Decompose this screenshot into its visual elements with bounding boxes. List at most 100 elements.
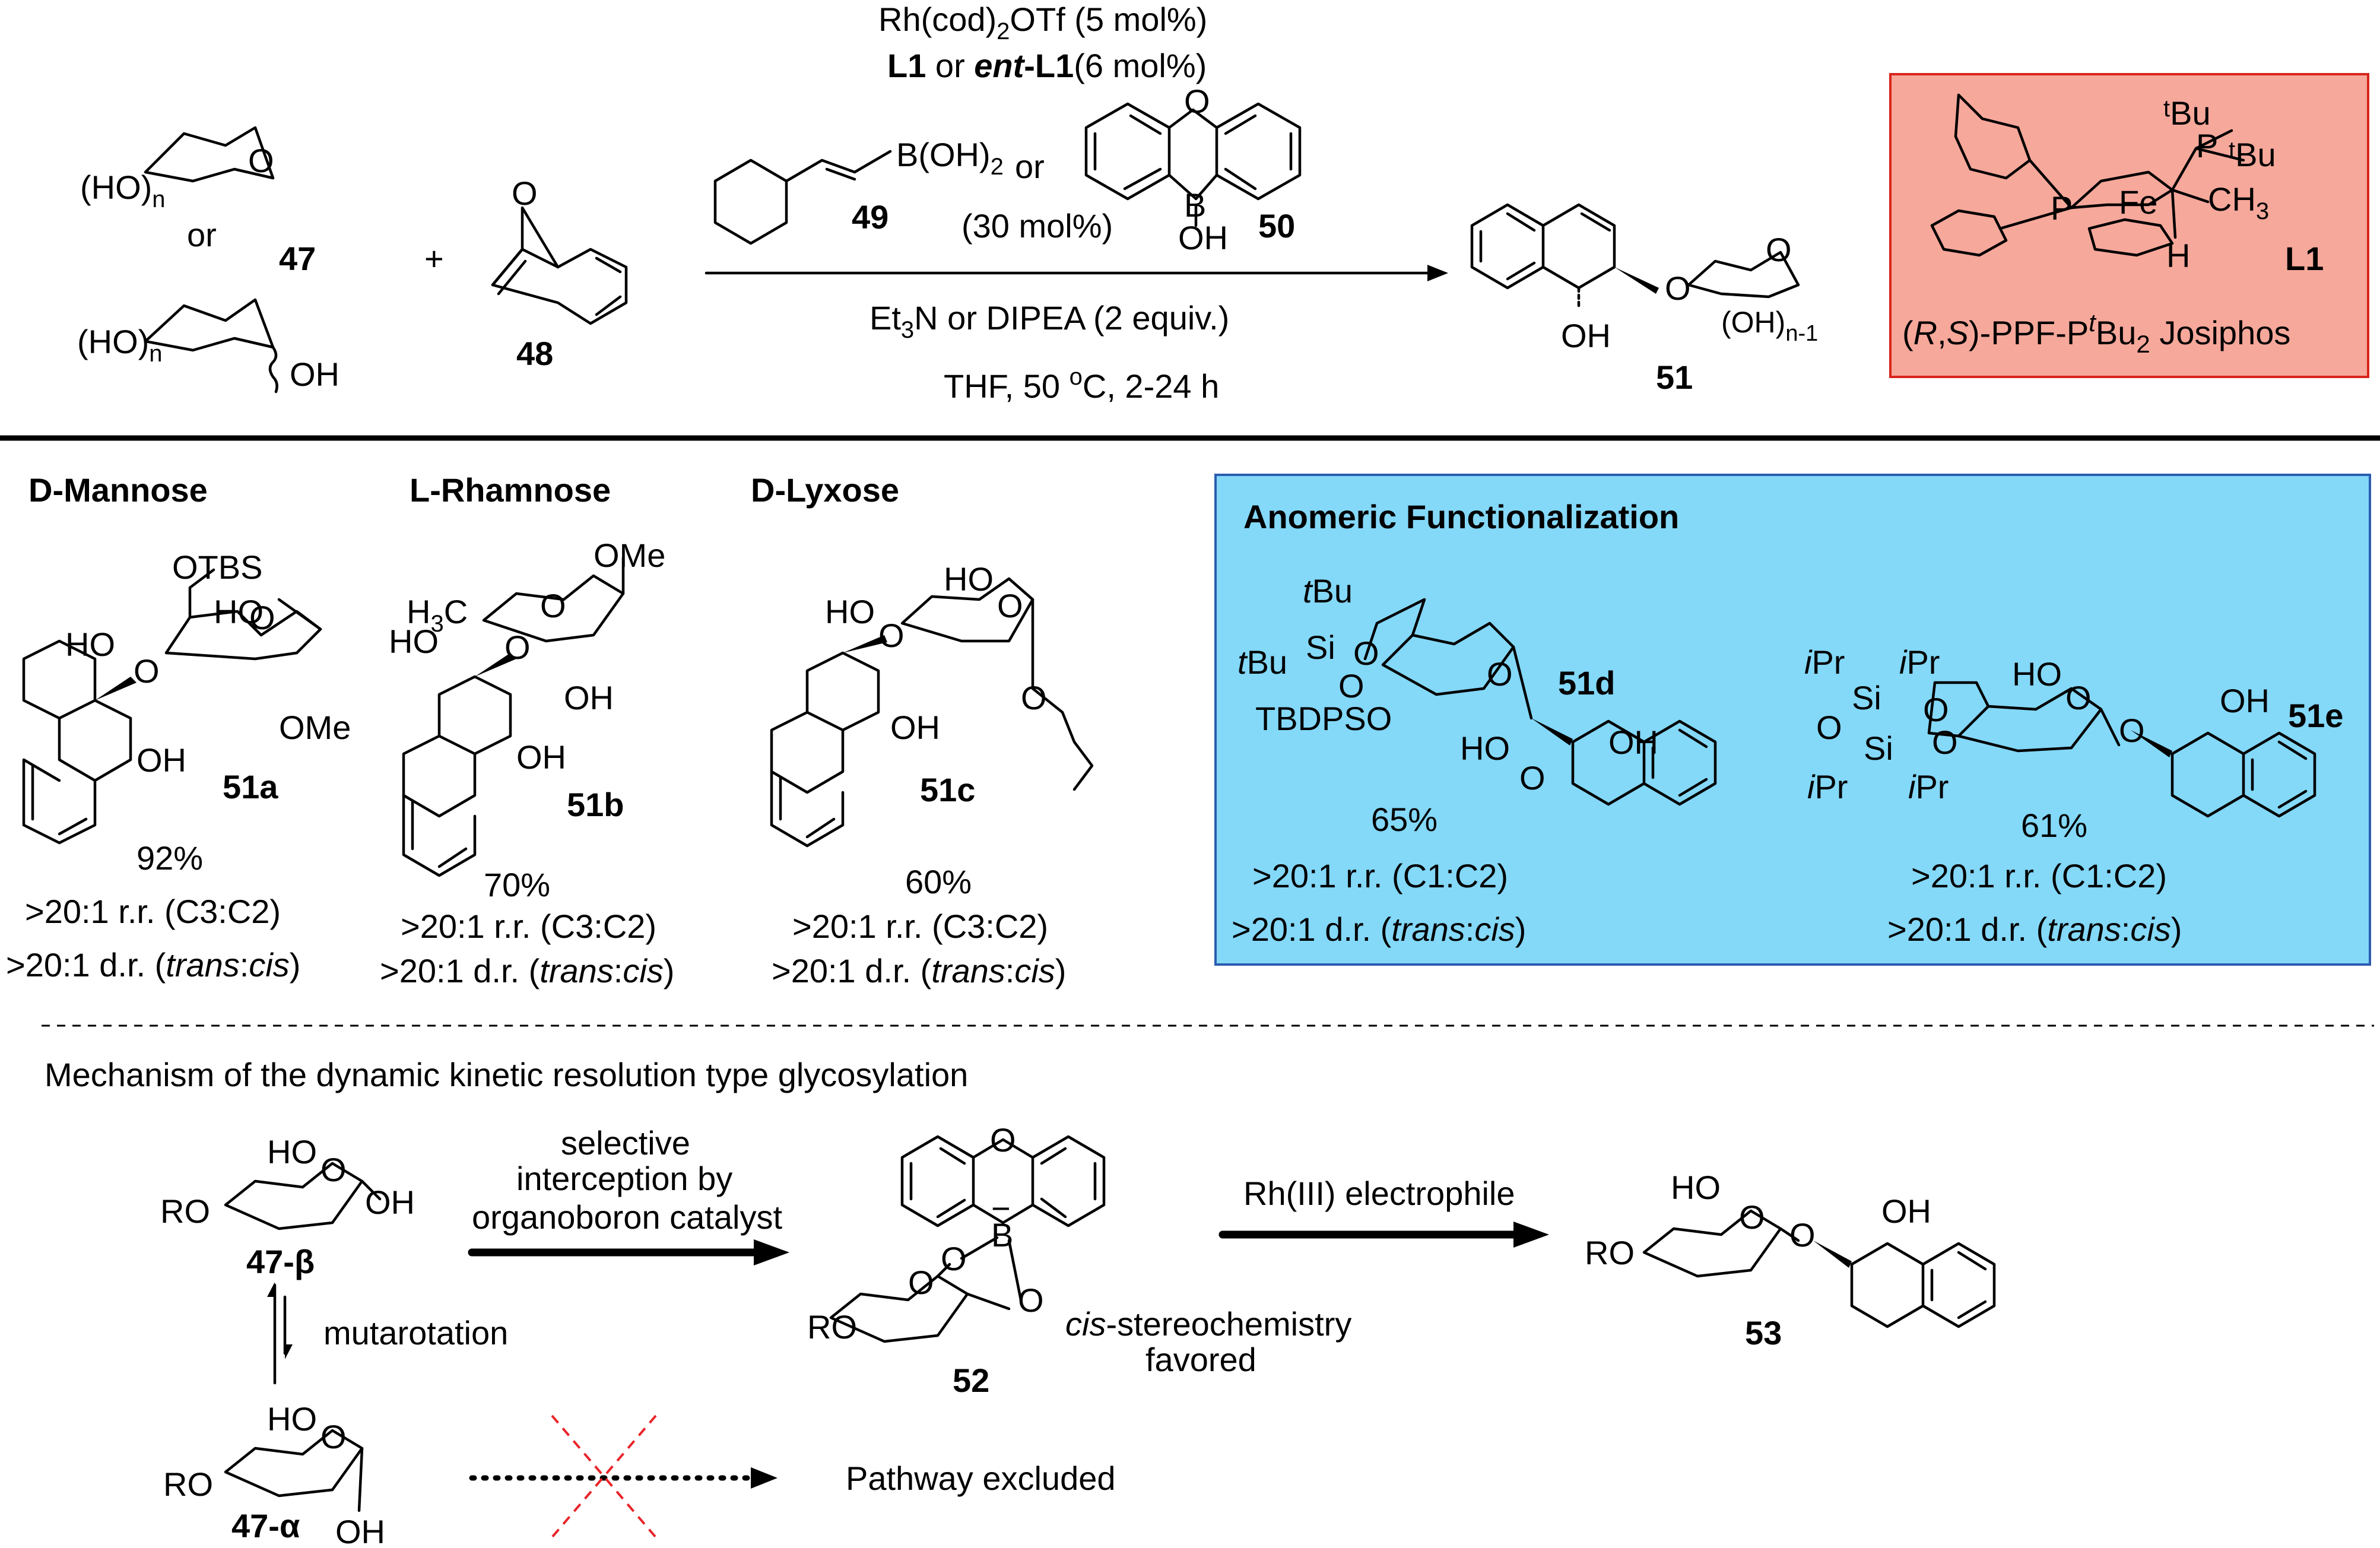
ho-label: HO bbox=[267, 1400, 317, 1438]
oh2-label: OH bbox=[516, 738, 566, 776]
diastereo-ratio: >20:1 d.r. (trans:cis) bbox=[1887, 911, 2182, 948]
main-arrow-head bbox=[1427, 265, 1448, 281]
oh-label: OH bbox=[2220, 682, 2270, 719]
tbu-label-2: tBu bbox=[1237, 643, 1287, 681]
l1-label: L1 bbox=[2285, 240, 2324, 277]
boronic-acid-label: B(OH)2 bbox=[896, 136, 1004, 180]
product-ring-o: O bbox=[1766, 231, 1792, 268]
tbu-label-2: tBu bbox=[2229, 136, 2276, 173]
ho-label: HO bbox=[267, 1133, 317, 1170]
sugar-47-beta: RO HO O OH 47-β bbox=[160, 1133, 415, 1280]
compound-id: 51a bbox=[223, 768, 278, 805]
h3c-label: H3C bbox=[407, 593, 468, 637]
product-51e: iPr iPr Si Si O O O iPr iPr HO O O OH 51… bbox=[1804, 643, 2343, 948]
product-oh-label: OH bbox=[1561, 317, 1611, 354]
ro-label: RO bbox=[160, 1192, 210, 1230]
diastereo-ratio: >20:1 d.r. (trans:cis) bbox=[6, 946, 300, 984]
ro-label: RO bbox=[163, 1465, 213, 1503]
arrow1-label-2: interception by bbox=[516, 1160, 732, 1197]
ipr-label-1: iPr bbox=[1804, 643, 1845, 681]
ome-label: OMe bbox=[594, 537, 665, 574]
anomeric-title: Anomeric Functionalization bbox=[1243, 498, 1679, 535]
ring-o-label: O bbox=[249, 599, 275, 636]
boron-label: B bbox=[991, 1216, 1013, 1254]
si-label: Si bbox=[1306, 629, 1335, 666]
ligand-label: L1 or ent-L1(6 mol%) bbox=[887, 47, 1207, 84]
oh-label: OH bbox=[365, 1184, 415, 1221]
o-label-2: O bbox=[1923, 691, 1949, 728]
ho-n-label-2: (HO)n bbox=[77, 323, 163, 367]
product-53: RO HO O O OH 53 bbox=[1585, 1169, 1996, 1352]
ho-label: HO bbox=[944, 560, 994, 598]
o-label: O bbox=[1789, 1216, 1816, 1254]
ring-oxygen-label: O bbox=[248, 142, 274, 179]
ipr-label-4: iPr bbox=[1908, 768, 1949, 805]
ligand-box: P P tBu tBu Fe CH3 H L1 (R,S)-PPF-PtBu2 … bbox=[1889, 73, 2369, 378]
oxaborinine-b-label: B bbox=[1184, 186, 1206, 224]
o-label: O bbox=[878, 617, 905, 654]
h-label: H bbox=[2166, 237, 2190, 274]
tbu-label-1: tBu bbox=[1303, 572, 1353, 610]
si-label-1: Si bbox=[1852, 679, 1881, 716]
sugar-name: L-Rhamnose bbox=[410, 471, 611, 509]
oh-label: OH bbox=[1608, 724, 1658, 761]
alpha-id: 47-α bbox=[231, 1507, 300, 1544]
tbu-label-1: tBu bbox=[2163, 94, 2211, 132]
cis-label-2: favored bbox=[1145, 1341, 1256, 1378]
compound-53-label: 53 bbox=[1745, 1314, 1782, 1352]
o-label-1: O bbox=[1353, 635, 1379, 672]
p-atom-label: P bbox=[2051, 189, 2073, 227]
cis-label-1: cis-stereochemistry bbox=[1065, 1305, 1351, 1343]
ring-o-label: O bbox=[908, 1264, 934, 1301]
p-atom-label-2: P bbox=[2196, 127, 2218, 164]
arrow1-label-1: selective bbox=[561, 1124, 690, 1162]
regio-ratio: >20:1 r.r. (C3:C2) bbox=[25, 893, 281, 930]
oh-label: OH bbox=[335, 1513, 385, 1548]
sugar-name: D-Lyxose bbox=[751, 471, 899, 509]
compound-id: 51d bbox=[1558, 664, 1616, 702]
yield: 70% bbox=[484, 866, 550, 903]
oh-label: OH bbox=[564, 679, 614, 716]
sugar-name: D-Mannose bbox=[28, 471, 208, 509]
loading-label: (30 mol%) bbox=[961, 207, 1113, 245]
sugar-47-bottom: (HO)n OH bbox=[77, 298, 339, 394]
regio-ratio: >20:1 r.r. (C1:C2) bbox=[1911, 857, 2167, 894]
boronic-acid-49: B(OH)2 49 bbox=[713, 136, 1004, 245]
sugar-47-alpha: RO HO O OH 47-α bbox=[163, 1400, 385, 1548]
ring-o-label: O bbox=[997, 587, 1023, 624]
ligand-box-bg bbox=[1889, 73, 2369, 378]
fe-label: Fe bbox=[2119, 183, 2157, 221]
compound-48-label: 48 bbox=[516, 335, 553, 372]
ho-label: HO bbox=[65, 626, 115, 663]
diastereo-ratio: >20:1 d.r. (trans:cis) bbox=[1232, 911, 1526, 948]
top-scheme: (HO)n O or 47 (HO)n OH + O 48 Rh(cod)2OT… bbox=[77, 1, 2369, 405]
oxaborinine-50: O B OH 50 bbox=[1084, 83, 1302, 256]
mechanism-title: Mechanism of the dynamic kinetic resolut… bbox=[45, 1056, 968, 1093]
product-51c: D-Lyxose O HO HO O OH O 51c 60% >20:1 r.… bbox=[751, 471, 1094, 989]
ho-label: HO bbox=[389, 623, 439, 660]
yield: 60% bbox=[905, 863, 972, 900]
product-51d: tBu tBu Si O O O TBDPSO HO O OH 51d 65% … bbox=[1232, 572, 1717, 948]
compound-id: 51b bbox=[567, 786, 624, 823]
beta-id: 47-β bbox=[246, 1243, 315, 1280]
cross-line-1 bbox=[551, 1414, 657, 1539]
ring-o-label: O bbox=[1487, 655, 1513, 693]
o-label: O bbox=[134, 652, 160, 690]
yield: 61% bbox=[2021, 807, 2087, 844]
yield: 92% bbox=[137, 839, 203, 877]
ome-label: OMe bbox=[279, 709, 351, 746]
ro-label: RO bbox=[1585, 1234, 1635, 1271]
oxaborinine-oh-label: OH bbox=[1178, 219, 1228, 256]
minus-label: − bbox=[991, 1189, 1011, 1227]
tbdpso-label: TBDPSO bbox=[1255, 700, 1392, 737]
anomeric-box-bg bbox=[1214, 474, 2371, 966]
compound-47-label: 47 bbox=[279, 240, 316, 277]
o-label-3: O bbox=[1519, 759, 1546, 797]
oh-label: OH bbox=[290, 356, 339, 393]
oh-label: OH bbox=[890, 709, 940, 746]
anomeric-box: Anomeric Functionalization tBu tBu Si O … bbox=[1214, 474, 2371, 966]
o-label-3: O bbox=[1932, 724, 1958, 761]
arrow1-label-3: organoboron catalyst bbox=[472, 1198, 782, 1236]
product-51a: D-Mannose O OTBS HO HO O OMe OH 51a 92% … bbox=[6, 471, 351, 984]
or-label: or bbox=[187, 216, 217, 253]
